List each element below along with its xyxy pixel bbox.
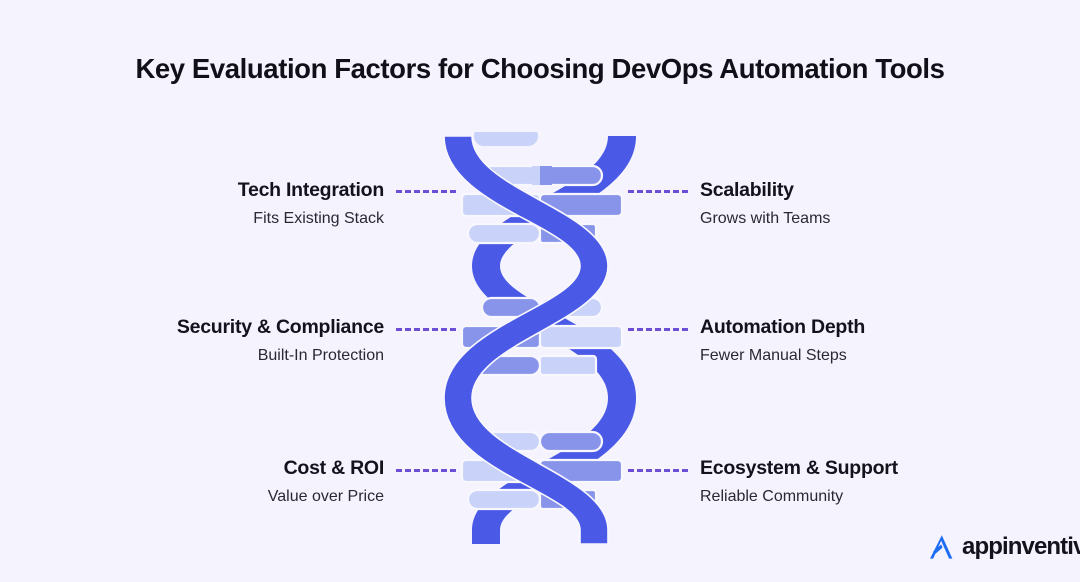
- factor-subtext: Built-In Protection: [257, 347, 384, 365]
- factor-subtext: Fits Existing Stack: [253, 210, 384, 228]
- factor-cost-roi: Cost & ROI Value over Price: [54, 456, 384, 508]
- factor-ecosystem-support: Ecosystem & Support Reliable Community: [700, 456, 1030, 508]
- factor-automation-depth: Automation Depth Fewer Manual Steps: [700, 315, 1030, 367]
- connector-dash-left-3: [396, 469, 456, 472]
- connector-dash-right-2: [628, 328, 688, 331]
- rungs-section-1: [474, 132, 538, 146]
- appinventiv-logo: appinventiv: [925, 526, 1080, 568]
- connector-dash-left-1: [396, 190, 456, 193]
- factor-heading: Scalability: [700, 179, 794, 201]
- factor-heading: Automation Depth: [700, 316, 865, 338]
- factor-heading: Tech Integration: [237, 179, 384, 201]
- factor-heading: Security & Compliance: [176, 316, 384, 338]
- connector-dash-right-1: [628, 190, 688, 193]
- factor-heading: Ecosystem & Support: [700, 457, 898, 479]
- appinventiv-a-chevron-icon: [930, 535, 953, 559]
- page-title: Key Evaluation Factors for Choosing DevO…: [135, 53, 945, 84]
- factor-subtext: Fewer Manual Steps: [700, 347, 847, 365]
- connector-dash-left-2: [396, 328, 456, 331]
- factor-heading: Cost & ROI: [283, 457, 385, 479]
- dna-double-helix-graphic: [443, 132, 636, 544]
- connector-dash-right-3: [628, 469, 688, 472]
- factor-security-compliance: Security & Compliance Built-In Protectio…: [54, 315, 384, 367]
- factor-scalability: Scalability Grows with Teams: [700, 178, 1030, 230]
- appinventiv-wordmark: appinventiv: [962, 533, 1080, 560]
- factor-subtext: Value over Price: [267, 488, 384, 506]
- factor-subtext: Grows with Teams: [700, 210, 831, 228]
- helix-strand-front: [443, 135, 609, 544]
- factor-subtext: Reliable Community: [700, 488, 844, 506]
- factor-tech-integration: Tech Integration Fits Existing Stack: [54, 178, 384, 230]
- helix-rungs-section-1: [475, 132, 541, 135]
